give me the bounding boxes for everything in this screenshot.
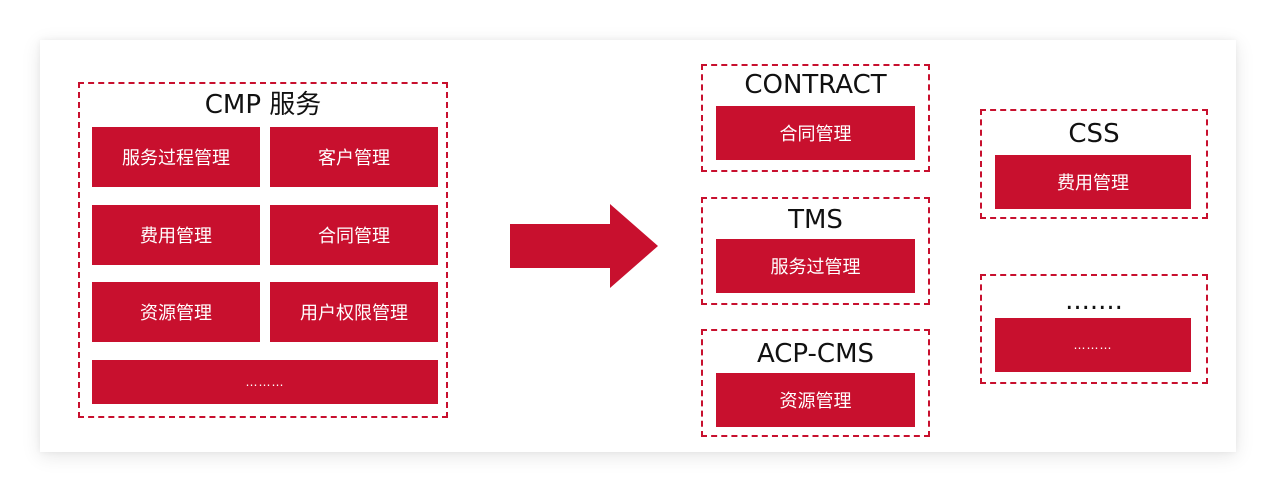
contract-title: CONTRACT bbox=[744, 70, 887, 100]
tms-module: 服务过管理 bbox=[716, 239, 915, 293]
other-module: ……… bbox=[995, 318, 1191, 372]
tms-title: TMS bbox=[788, 205, 843, 235]
cmp-module-user-permission: 用户权限管理 bbox=[270, 282, 438, 342]
cmp-service-group: CMP 服务 服务过程管理 客户管理 费用管理 合同管理 资源管理 用户权限管理… bbox=[78, 82, 448, 418]
cmp-module-service-process: 服务过程管理 bbox=[92, 127, 260, 187]
css-module: 费用管理 bbox=[995, 155, 1191, 209]
cmp-module-more: ……… bbox=[92, 360, 438, 404]
contract-module: 合同管理 bbox=[716, 106, 915, 160]
contract-group: CONTRACT 合同管理 bbox=[701, 64, 930, 172]
cmp-module-resource: 资源管理 bbox=[92, 282, 260, 342]
diagram-canvas: CMP 服务 服务过程管理 客户管理 费用管理 合同管理 资源管理 用户权限管理… bbox=[40, 40, 1236, 452]
arrow-right-icon bbox=[510, 204, 658, 288]
cmp-service-title: CMP 服务 bbox=[204, 90, 322, 120]
css-group: CSS 费用管理 bbox=[980, 109, 1208, 219]
cmp-module-customer: 客户管理 bbox=[270, 127, 438, 187]
other-group: ....... ……… bbox=[980, 274, 1208, 384]
tms-group: TMS 服务过管理 bbox=[701, 197, 930, 305]
other-title: ....... bbox=[1065, 286, 1123, 316]
acp-cms-title: ACP-CMS bbox=[756, 339, 875, 369]
cmp-module-contract: 合同管理 bbox=[270, 205, 438, 265]
cmp-module-fee: 费用管理 bbox=[92, 205, 260, 265]
acp-cms-module: 资源管理 bbox=[716, 373, 915, 427]
css-title: CSS bbox=[1068, 119, 1120, 149]
acp-cms-group: ACP-CMS 资源管理 bbox=[701, 329, 930, 437]
